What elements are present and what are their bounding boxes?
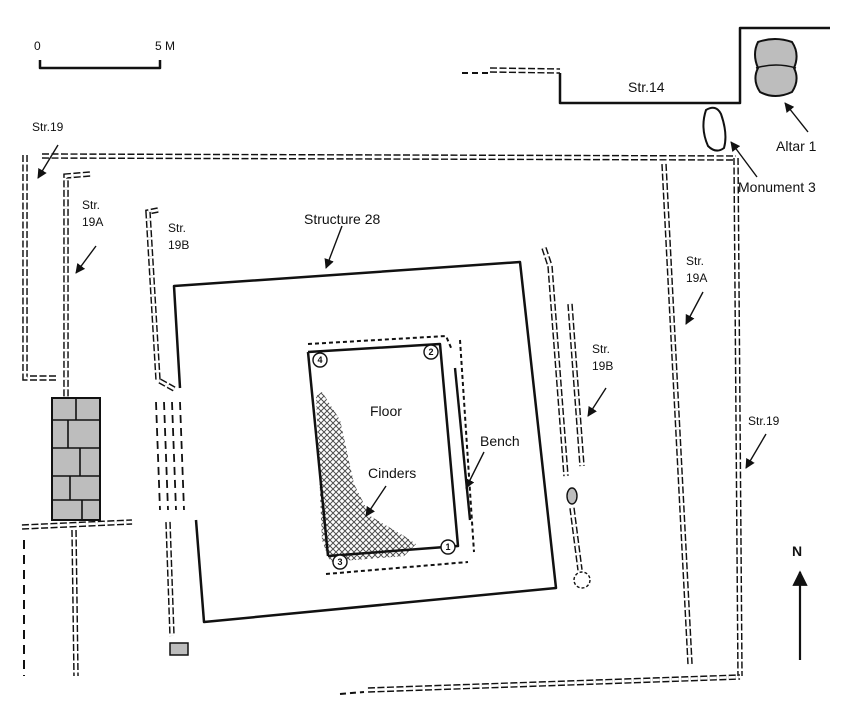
floor-label: Floor: [370, 403, 402, 419]
post-2: 2: [423, 344, 439, 360]
altar-label: Altar 1: [776, 138, 817, 154]
cinders-label: Cinders: [368, 465, 416, 481]
svg-text:3: 3: [337, 557, 342, 567]
str19-outer-walls: [21, 153, 743, 695]
structure-28: Structure 28: [172, 211, 558, 624]
monument-label: Monument 3: [738, 179, 816, 195]
svg-text:4: 4: [317, 355, 322, 365]
post-3: 3: [332, 554, 348, 570]
str19a-west-label-1: Str.: [82, 198, 100, 212]
post-1: 1: [440, 539, 456, 555]
bench-label: Bench: [480, 433, 520, 449]
post-4: 4: [312, 352, 328, 368]
str19b-west-wall: Str. 19B: [145, 207, 189, 656]
monument-3: Monument 3: [702, 106, 816, 195]
svg-text:1: 1: [445, 542, 450, 552]
floor-area: 4 2 3 1 Floor Cinders Bench: [306, 334, 520, 575]
str19a-west-label-2: 19A: [82, 215, 103, 229]
north-arrow: N: [792, 543, 808, 660]
str19b-west-label-2: 19B: [168, 238, 189, 252]
str19-nw-label: Str.19: [32, 120, 64, 134]
structure28-label: Structure 28: [304, 211, 380, 227]
str14-structure: Str.14: [462, 26, 830, 105]
str19b-east-label-1: Str.: [592, 342, 610, 356]
north-label: N: [792, 543, 802, 559]
scale-bar: 0 5 M: [34, 39, 175, 70]
str14-label: Str.14: [628, 79, 665, 95]
str19b-west-label-1: Str.: [168, 221, 186, 235]
svg-text:2: 2: [428, 347, 433, 357]
str19b-east-label-2: 19B: [592, 359, 613, 373]
scale-end-label: 5 M: [155, 39, 175, 53]
str19b-east-wall: Str. 19B: [541, 247, 613, 589]
str19a-east-wall: Str. 19A: [661, 163, 707, 665]
str19a-east-label-1: Str.: [686, 254, 704, 268]
scale-start-label: 0: [34, 39, 41, 53]
altar-1: Altar 1: [754, 38, 817, 154]
str19a-east-label-2: 19A: [686, 271, 707, 285]
str19-east-label: Str.19: [748, 414, 780, 428]
str19a-west-wall: Str. 19A: [63, 171, 103, 398]
